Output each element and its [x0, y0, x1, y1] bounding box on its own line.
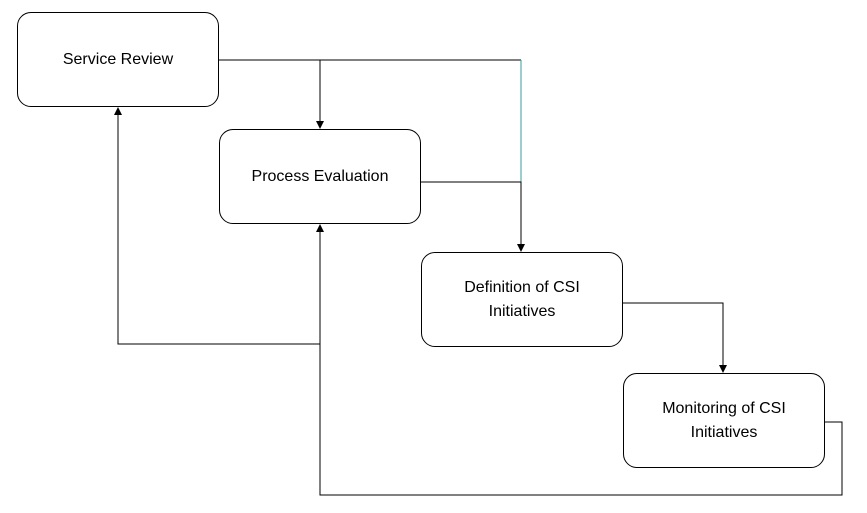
- node-service-review-label: Service Review: [62, 50, 174, 68]
- node-definition-label: Definition of CSI Initiatives: [464, 278, 580, 320]
- node-service-review: Service Review: [17, 12, 219, 107]
- node-monitoring-label: Monitoring of CSI Initiatives: [662, 399, 786, 441]
- node-process-evaluation: Process Evaluation: [219, 129, 421, 224]
- edge-monitoring-to-process-evaluation: [316, 224, 843, 496]
- edge-definition-to-monitoring: [623, 302, 727, 373]
- edge-service-review-to-process-evaluation: [219, 59, 324, 129]
- edge-feedback-to-service-review: [114, 107, 320, 345]
- node-definition-of-csi-initiatives: Definition of CSI Initiatives: [421, 252, 623, 347]
- node-process-evaluation-label: Process Evaluation: [251, 167, 389, 185]
- node-monitoring-of-csi-initiatives: Monitoring of CSI Initiatives: [623, 373, 825, 468]
- edge-process-evaluation-to-definition: [421, 181, 525, 252]
